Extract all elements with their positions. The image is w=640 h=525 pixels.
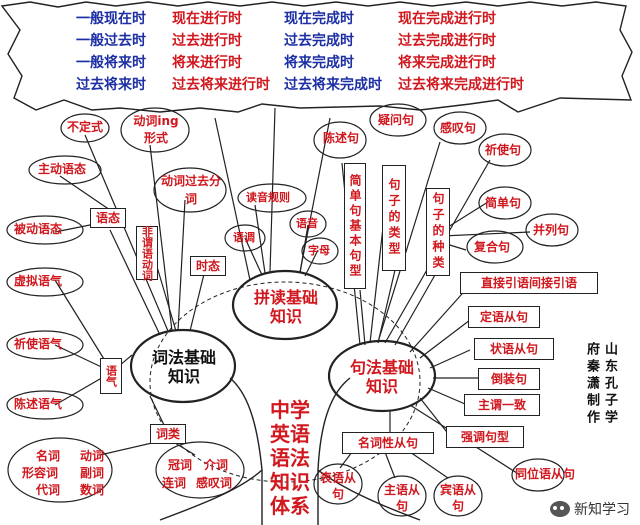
interrogative-label: 疑问句	[378, 113, 415, 127]
object-clause-label: 宾语从句	[439, 483, 476, 513]
adverbial-label: 状语从句	[489, 342, 538, 356]
tense-1-4: 过去将来时	[76, 77, 146, 93]
gerund-label: 动词ing形式	[133, 114, 179, 145]
syntax-node: 句法基础知识	[349, 358, 414, 396]
sentence-types-box: 句子的类型	[382, 165, 406, 271]
phonics-node: 拼读基础知识	[253, 288, 318, 326]
tense-2-2: 过去进行时	[172, 33, 242, 49]
watermark-text: 新知学习	[574, 502, 630, 518]
morphology-ellipse	[129, 328, 237, 404]
simple-sentence-label: 简单句	[485, 196, 522, 210]
tense-2-1: 现在进行时	[172, 11, 242, 27]
mood-box: 语气	[100, 358, 122, 394]
agreement-label: 主谓一致	[477, 398, 526, 412]
imperative-sentence-label: 祈使句	[485, 143, 522, 157]
subjunctive-label: 虚拟语气	[14, 274, 63, 288]
attributive-box: 定语从句	[468, 306, 540, 328]
voice-box: 语态	[90, 208, 126, 228]
basic-patterns-label: 简单句基本句型	[348, 173, 362, 279]
pos-pronoun: 代词	[36, 483, 61, 497]
dashed-ellipse	[149, 281, 421, 483]
root-left	[159, 469, 263, 521]
tense-box: 时态	[190, 256, 226, 276]
pos-numeral: 数词	[80, 483, 105, 497]
pos-verb: 动词	[80, 449, 105, 463]
emphasis-label: 强调句型	[460, 430, 509, 444]
pos-article: 冠词	[168, 458, 193, 472]
sentence-kinds-label: 句子的种类	[431, 192, 445, 272]
basic-patterns-box: 简单句基本句型	[344, 163, 366, 289]
sentence-kinds-box: 句子的种类	[426, 188, 450, 276]
pos-box: 词类	[150, 424, 186, 444]
center-title: 中学英语语法知识体系	[270, 398, 310, 518]
tense-2-3: 将来进行时	[172, 55, 242, 71]
nonfinite-box: 非谓语动词	[136, 225, 158, 281]
voice-label: 语态	[95, 211, 120, 225]
tense-4-3: 将来完成进行时	[398, 55, 496, 71]
exclamatory-label: 感叹句	[440, 121, 477, 135]
adverbial-box: 状语从句	[474, 338, 554, 360]
nonfinite-label: 非谓语动词	[140, 225, 154, 281]
sentence-types-label: 句子的类型	[387, 178, 401, 258]
indicative-label: 陈述语气	[14, 397, 63, 411]
morphology-node: 词法基础知识	[151, 348, 216, 386]
pos-conjunction: 连词	[162, 476, 187, 490]
tense-3-3: 将来完成时	[284, 55, 354, 71]
credit-text: 山东孔子学府秦潇制作	[584, 341, 617, 427]
pos-preposition: 介词	[204, 458, 229, 472]
tense-1-1: 一般现在时	[76, 11, 146, 27]
tense-1-2: 一般过去时	[76, 33, 146, 49]
tense-3-4: 过去将来完成时	[284, 77, 382, 93]
active-voice-label: 主动语态	[38, 162, 87, 176]
pos-adverb: 副词	[80, 466, 105, 480]
watermark: 新知学习	[550, 499, 630, 519]
imperative-mood-label: 祈使语气	[14, 337, 63, 351]
complex-sentence-label: 复合句	[474, 240, 511, 254]
inversion-label: 倒装句	[490, 372, 527, 386]
pos-adjective: 形容词	[22, 466, 59, 480]
tense-4-1: 现在完成进行时	[398, 11, 496, 27]
phoneme-label: 语音	[296, 217, 318, 230]
agreement-box: 主谓一致	[464, 394, 540, 416]
appositive-clause-label: 同位语从句	[515, 467, 576, 481]
bubbles	[6, 103, 579, 517]
pos-noun: 名词	[36, 449, 61, 463]
inversion-box: 倒装句	[478, 368, 540, 390]
participle-label: 动词过去分词	[160, 174, 221, 206]
noun-clause-box: 名词性从句	[342, 432, 434, 454]
phonics-ellipse	[231, 269, 339, 341]
letter-label: 字母	[308, 244, 330, 257]
tense-4-2: 过去完成进行时	[398, 33, 496, 49]
tense-1-3: 一般将来时	[76, 55, 146, 71]
speech-label: 直接引语间接引语	[480, 276, 577, 290]
infinitive-label: 不定式	[67, 120, 104, 134]
tense-label: 时态	[195, 259, 220, 273]
mood-label: 语气	[104, 365, 118, 387]
declarative-label: 陈述句	[322, 131, 359, 145]
noun-clause-label: 名词性从句	[357, 436, 418, 450]
reading-rules-label: 读音规则	[246, 191, 290, 204]
emphasis-box: 强调句型	[446, 426, 524, 448]
pos-label: 词类	[155, 427, 180, 441]
wechat-icon	[550, 501, 570, 517]
tense-4-4: 过去将来完成进行时	[398, 77, 524, 93]
passive-voice-label: 被动语态	[14, 222, 63, 236]
tense-2-4: 过去将来进行时	[172, 77, 270, 93]
trunk-outline	[229, 377, 351, 525]
syntax-ellipse	[327, 339, 437, 413]
intonation-label: 语调	[233, 231, 255, 244]
speech-box: 直接引语间接引语	[460, 272, 598, 294]
predicative-clause-label: 表语从句	[319, 471, 356, 501]
tense-3-2: 过去完成时	[284, 33, 354, 49]
attributive-label: 定语从句	[479, 310, 528, 324]
tense-cloud-outline	[0, 1, 633, 113]
compound-sentence-label: 并列句	[533, 223, 570, 237]
tense-3-1: 现在完成时	[284, 11, 354, 27]
pos-interjection: 感叹词	[196, 476, 233, 490]
subject-clause-label: 主语从句	[383, 483, 420, 513]
